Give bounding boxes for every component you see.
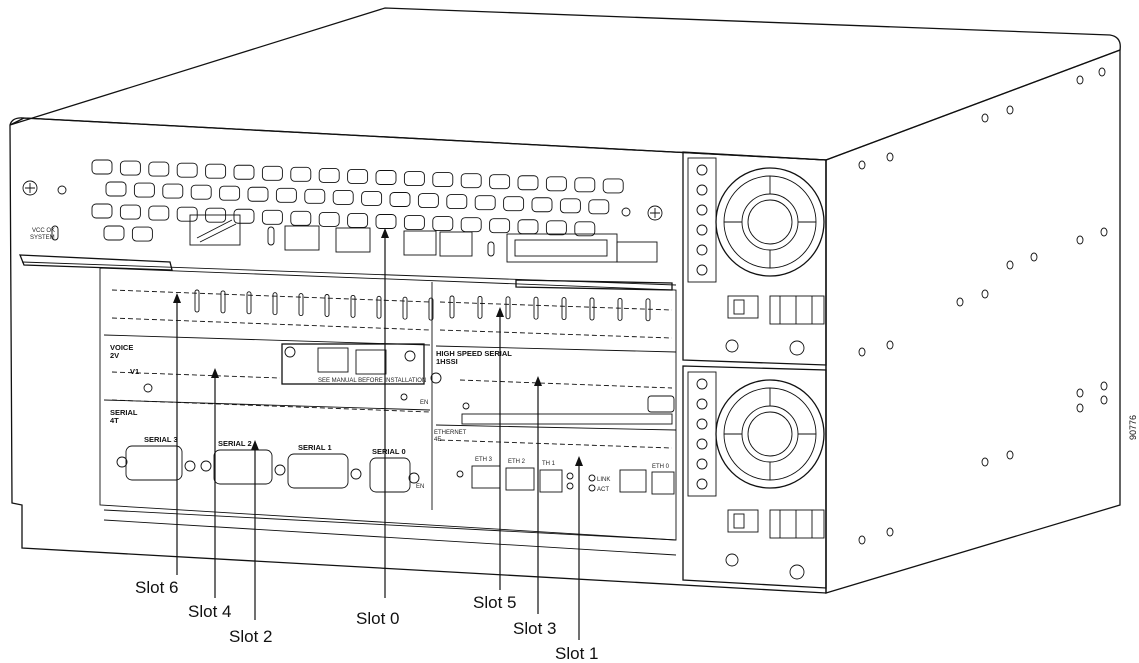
callout-slot-2: Slot 2: [229, 627, 272, 646]
voice-2v-label: 2V: [110, 351, 119, 360]
system-label: SYSTEM: [30, 235, 55, 241]
module-slots: VOICE 2V V1 SEE MANUAL BEFORE INSTALLATI…: [99, 267, 677, 556]
callout-slot-3: Slot 3: [513, 619, 556, 638]
vcc-ok-label: VCC OK: [32, 228, 55, 234]
wic-note: SEE MANUAL BEFORE INSTALLATION: [318, 378, 426, 384]
eth3-label: ETH 3: [475, 457, 493, 463]
v1-label: V1: [130, 367, 139, 376]
en-label-bottom: EN: [416, 484, 424, 490]
callout-slot-4: Slot 4: [188, 602, 231, 621]
serial-label: SERIAL: [110, 408, 138, 417]
serial-1-label: SERIAL 1: [298, 443, 332, 452]
voice-label: VOICE: [110, 343, 133, 352]
eth0-label: ETH 0: [652, 464, 670, 470]
serial-0-label: SERIAL 0: [372, 447, 406, 456]
high-speed-serial-label: HIGH SPEED SERIAL: [436, 349, 512, 358]
callout-slot-0: Slot 0: [356, 609, 399, 628]
top-bezel: VCC OK SYSTEM: [19, 159, 677, 291]
callout-labels: Slot 6 Slot 4 Slot 2 Slot 0 Slot 5 Slot …: [135, 578, 598, 663]
callout-leaders: [173, 228, 583, 640]
serial-2-label: SERIAL 2: [218, 439, 252, 448]
callout-slot-1: Slot 1: [555, 644, 598, 663]
callout-slot-6: Slot 6: [135, 578, 178, 597]
power-supply-lower: [682, 365, 827, 589]
eth2-label: ETH 2: [508, 459, 526, 465]
eth1-label: TH 1: [542, 461, 556, 467]
callout-slot-5: Slot 5: [473, 593, 516, 612]
side-vent-holes: [858, 67, 1108, 545]
en-label-top: EN: [420, 400, 428, 406]
serial-4t-label: 4T: [110, 416, 119, 425]
ethernet-4e-label: 4E: [434, 437, 441, 443]
ethernet-label: ETHERNET: [434, 430, 467, 436]
link-label: LINK: [597, 477, 610, 483]
serial-3-label: SERIAL 3: [144, 435, 178, 444]
hssi-label: 1HSSI: [436, 357, 458, 366]
figure-id: 90776: [1128, 415, 1138, 440]
act-label: ACT: [597, 487, 609, 493]
power-supply-upper: [682, 151, 827, 366]
